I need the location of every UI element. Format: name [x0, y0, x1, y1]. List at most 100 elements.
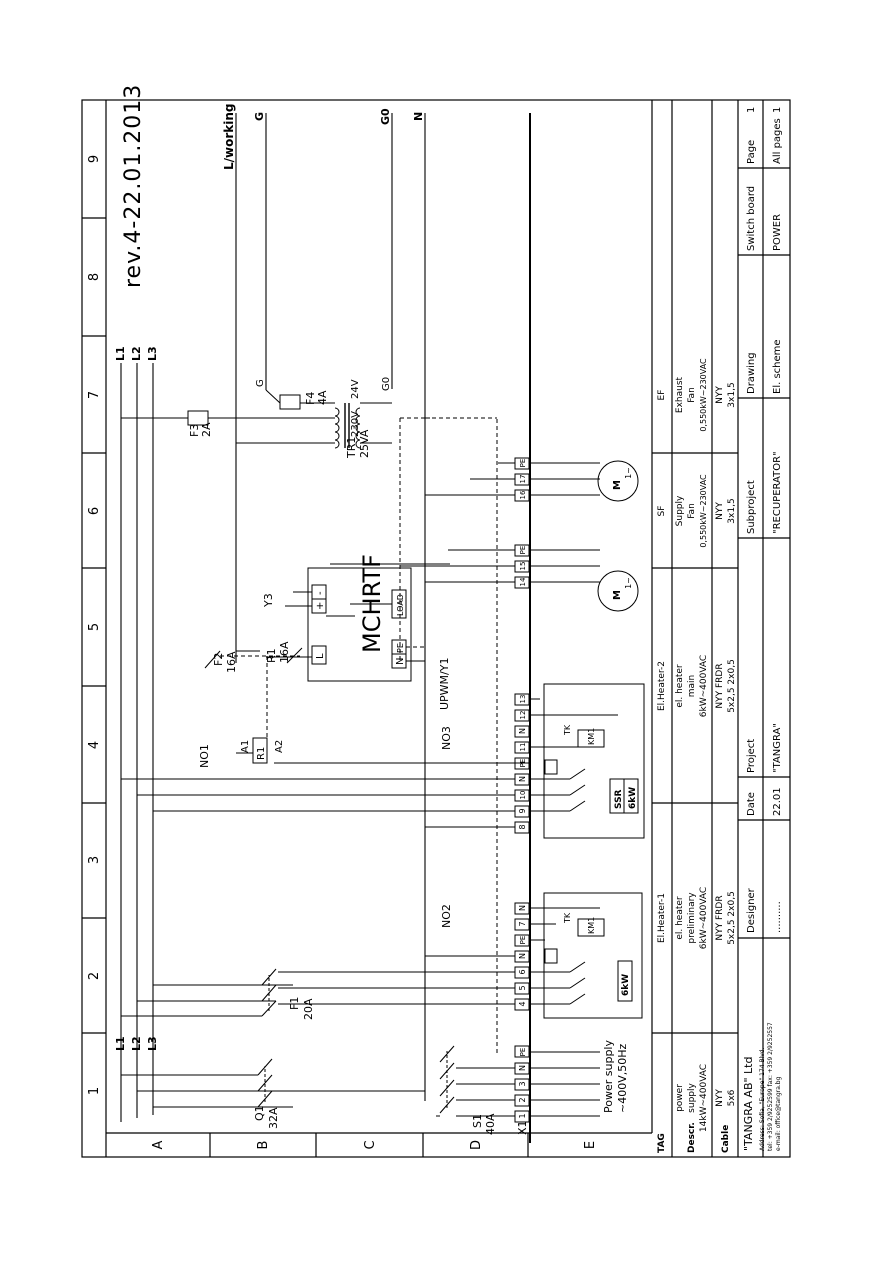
bus-l3-label: L3 — [146, 346, 159, 361]
f3-tag: F3 — [188, 424, 201, 437]
row-letter: A — [151, 1140, 166, 1149]
s1-tag: S1 — [471, 1114, 484, 1128]
terminal-label: 12 — [519, 711, 527, 720]
heater-1-cable: 5x2,5 2x0,5 — [727, 891, 737, 945]
terminal-block-x1 — [514, 457, 530, 1123]
supply-fan-motor — [597, 570, 639, 612]
power-supply-label: Power supply — [602, 1040, 615, 1113]
terminal-label: PE — [519, 459, 527, 468]
heater-2-cable: 5x2,5 2x0,5 — [727, 659, 737, 713]
heater-2-tag: El.Heater-2 — [657, 661, 667, 711]
heater-1-circuit — [121, 892, 643, 1019]
f4-tag: F4 — [304, 392, 317, 405]
drawing-label: Drawing — [746, 352, 757, 394]
terminal-label: 7 — [518, 921, 527, 926]
terminal-label: 17 — [519, 475, 527, 484]
f1-breaker: F1 20A — [288, 997, 315, 1020]
upwm-label: UPWM/Y1 — [438, 658, 451, 710]
ssr-label: SSR — [614, 789, 624, 809]
heater-2-descr: el. heater — [675, 664, 685, 708]
descr-header: Descr. — [687, 1122, 697, 1153]
terminal-label: N — [518, 905, 527, 911]
tk-label: TK — [563, 912, 572, 924]
heater-1-rating: 6kW — [621, 974, 631, 996]
designer-label: Designer — [746, 887, 757, 933]
sf-descr: Fan — [687, 503, 697, 519]
y3-label: Y3 — [262, 593, 275, 608]
company-address: Address: Sofia, "Europe" 174 Blvd. — [759, 1047, 766, 1151]
sf-cable: 3x1,5 — [727, 498, 737, 523]
s1-rating: 40A — [484, 1113, 497, 1135]
terminal-label: PE — [519, 546, 527, 555]
terminal-block-tag: X1 — [516, 1120, 529, 1135]
bus-g0-label: G0 — [381, 377, 392, 391]
column-number: 8 — [87, 273, 102, 281]
terminal-label: PE — [519, 936, 527, 945]
sf-tag: SF — [657, 506, 667, 517]
mchrtf-plus-terminal: + — [315, 602, 326, 610]
mchrtf-pe-terminal: PE — [396, 643, 405, 653]
ef-tag: EF — [657, 390, 667, 401]
company-email: e-mail: office@tangra.bg — [775, 1076, 782, 1151]
terminal-label: 15 — [519, 562, 527, 571]
column-number: 1 — [87, 1087, 102, 1095]
terminal-label: 8 — [518, 824, 527, 829]
km1-label: KM1 — [587, 917, 596, 934]
bus-l2-label: L2 — [130, 346, 143, 361]
allpages-value: 1 — [772, 107, 783, 113]
exhaust-fan-motor-phase: 1~ — [624, 467, 633, 479]
heater-1-descr: 6kW~400VAC — [699, 887, 709, 949]
ef-cable: 3x1,5 — [727, 382, 737, 407]
sf-descr: Supply — [675, 495, 685, 526]
terminal-label: N — [518, 728, 527, 734]
km1-label: KM1 — [587, 728, 596, 745]
control-supply-labels: F3 2A F4 4A TR1 25VA 230V 24V G G0 — [188, 377, 392, 459]
subproject-value: "RECUPERATOR" — [772, 451, 783, 534]
q1-tag: Q1 — [253, 1105, 266, 1121]
page-value: 1 — [746, 107, 757, 113]
no1-label: NO1 — [198, 744, 211, 768]
tr1-secondary-voltage: 24V — [350, 379, 361, 399]
supply-fan-motor-phase: 1~ — [624, 577, 633, 589]
q1-switch: Q1 32A — [253, 1105, 280, 1129]
terminal-label: N — [518, 953, 527, 959]
tag-header: TAG — [657, 1133, 667, 1153]
relay-r1-labels: R1 A1 A2 R1 16A F2 16A — [212, 641, 291, 760]
board-label: Switch board — [746, 186, 757, 251]
no3-label: NO3 — [440, 726, 453, 750]
power-supply-cable: 5x6 — [727, 1089, 737, 1106]
terminal-numbers: 1 2 3 N PE 4 5 6 N PE 7 N 8 9 10 N PE 11… — [518, 459, 527, 1119]
bus-g0-label: G0 — [379, 108, 392, 125]
tr1-primary-coil — [334, 407, 340, 449]
drawing-frame — [81, 99, 791, 1158]
project-value: "TANGRA" — [772, 723, 783, 773]
terminal-label: 4 — [518, 1001, 527, 1006]
f1-tag: F1 — [288, 997, 301, 1010]
exhaust-fan-motor-label: M — [612, 480, 623, 490]
mchrtf-controller — [266, 563, 450, 682]
s1-switch: S1 40A — [471, 1113, 497, 1135]
column-number: 6 — [87, 507, 102, 515]
sf-cable: NYY — [715, 502, 725, 520]
sf-descr: 0,550kW~230VAC — [699, 474, 708, 548]
heater-2-circuit — [121, 683, 645, 839]
terminal-label: 16 — [519, 490, 527, 499]
f1-rating: 20A — [302, 998, 315, 1020]
terminal-label: 13 — [519, 695, 527, 704]
heater-1-cable: NYY FRDR — [715, 895, 725, 940]
r1-coil-label: R1 — [256, 747, 267, 760]
company-name: "TANGRA AB" Ltd — [742, 1057, 755, 1151]
fan-circuits — [400, 460, 639, 612]
row-letter: B — [256, 1141, 271, 1150]
tag-table: TAG Descr. Cable power supply 14kW~400VA… — [657, 358, 737, 1153]
allpages-label: All pages — [772, 118, 783, 164]
bus-labels: L1 L2 L3 L1 L2 L3 L/working G G0 N — [114, 103, 425, 1051]
column-number: 3 — [87, 856, 102, 864]
bus-l2-label: L2 — [130, 1036, 143, 1051]
ef-descr: Fan — [687, 387, 697, 403]
r1-a1-label: A1 — [240, 740, 251, 753]
heater-2-descr: 6kW~400VAC — [699, 655, 709, 717]
f3-rating: 2A — [200, 422, 213, 437]
page-label: Page — [746, 140, 757, 164]
